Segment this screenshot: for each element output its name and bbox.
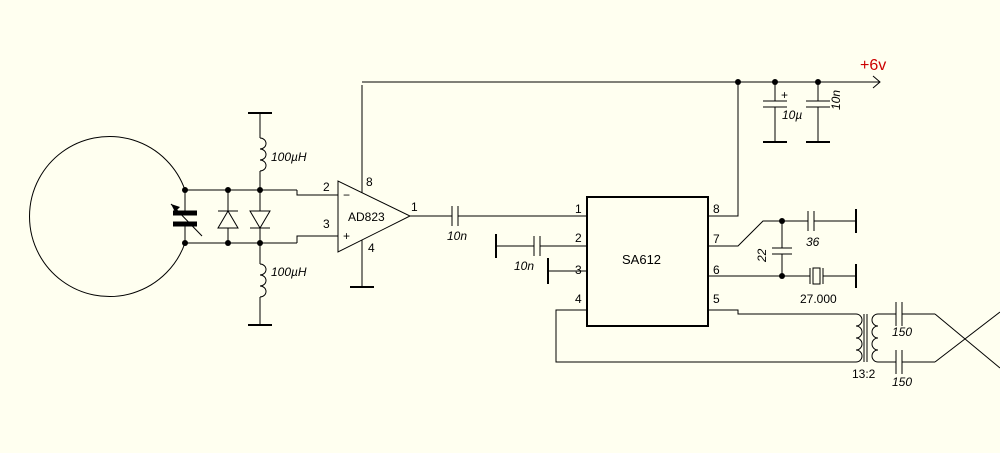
diode-pair	[217, 190, 271, 243]
mixer-pin-8: 8	[713, 202, 720, 216]
opamp-input-wires	[296, 190, 338, 243]
mixer-ic-label: SA612	[622, 252, 661, 267]
mixer-pin-6: 6	[713, 263, 720, 277]
electrolytic-value: 10µ	[782, 108, 802, 122]
supply-ceramic-capacitor	[806, 82, 830, 143]
opamp-pin-1: 1	[411, 200, 418, 214]
mixer-pin-7: 7	[713, 232, 720, 246]
ceramic-value: 10n	[829, 90, 843, 110]
mixer-pin-3: 3	[575, 263, 582, 277]
mixer-pin-2: 2	[575, 231, 582, 245]
coupling-capacitor	[410, 206, 587, 226]
mixer-pin-5: 5	[713, 292, 720, 306]
inductor-bottom	[248, 243, 272, 326]
output-cap-bottom-value: 150	[892, 375, 912, 389]
variable-capacitor	[170, 190, 203, 243]
output-cap-top-value: 150	[892, 325, 912, 339]
inductor-top-value: 100µH	[271, 150, 307, 164]
supply-rail	[362, 75, 881, 217]
opamp-minus-sign: −	[343, 188, 350, 202]
opamp-plus-sign: +	[343, 229, 350, 243]
junction-dots	[182, 187, 263, 246]
opamp-label: AD823	[348, 210, 385, 224]
osc-cap-22-value: 22	[755, 248, 769, 263]
transformer-ratio: 13:2	[852, 367, 876, 381]
pin2-capacitor-value: 10n	[514, 259, 534, 273]
mixer-pin-1: 1	[575, 202, 582, 216]
pin2-capacitor	[495, 234, 587, 258]
pin3-ground	[547, 258, 587, 284]
supply-electrolytic-capacitor	[763, 82, 787, 143]
supply-label: +6v	[860, 57, 886, 74]
opamp-pin-8: 8	[366, 175, 373, 189]
crystal-value: 27.000	[800, 292, 837, 306]
oscillator-network	[708, 209, 857, 288]
mixer-ic-sa612	[586, 196, 709, 327]
loop-antenna	[29, 136, 297, 297]
osc-cap-36-value: 36	[806, 235, 820, 249]
opamp-pin-2: 2	[323, 180, 330, 194]
pin5-wire	[708, 309, 856, 315]
opamp-pin-3: 3	[323, 217, 330, 231]
output-transformer	[855, 313, 879, 363]
electrolytic-polarity: +	[781, 88, 788, 102]
mixer-pin-4: 4	[575, 292, 582, 306]
pin4-wire	[555, 309, 856, 363]
coupling-capacitor-value: 10n	[447, 229, 467, 243]
inductor-top	[248, 112, 272, 190]
inductor-bottom-value: 100µH	[271, 265, 307, 279]
opamp-ad823	[337, 85, 412, 288]
opamp-pin-4: 4	[368, 241, 375, 255]
output-network	[878, 302, 1000, 374]
